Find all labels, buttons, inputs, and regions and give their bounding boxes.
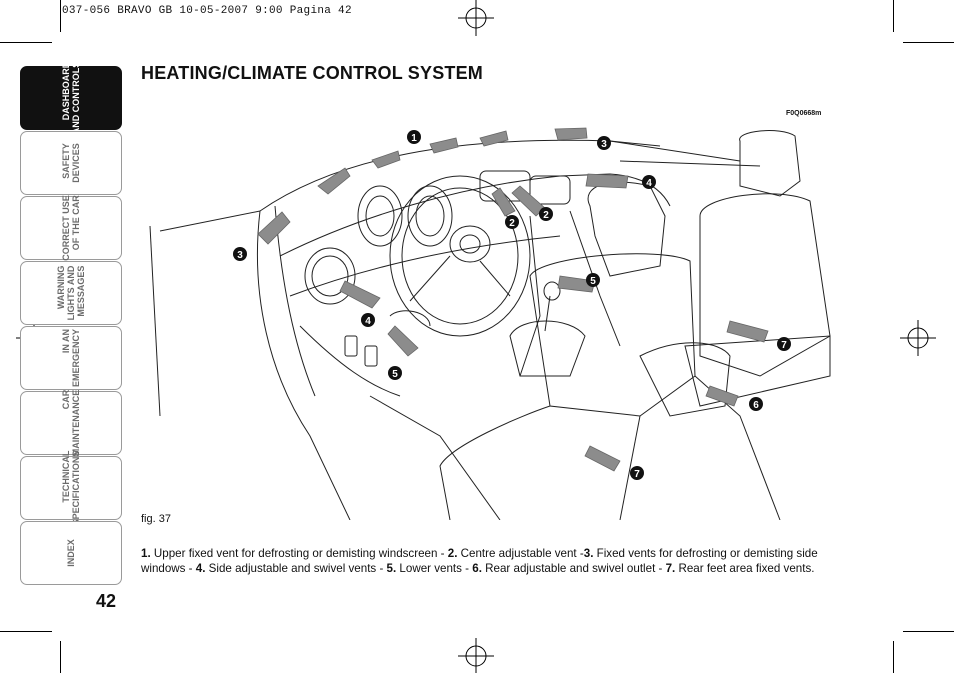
- figure-code: F0Q0668m: [786, 110, 822, 117]
- figure-caption: fig. 37: [141, 513, 171, 525]
- callout-2: 2: [543, 210, 549, 221]
- legend-text: Upper fixed vent for defrosting or demis…: [150, 547, 448, 560]
- callout-3: 3: [601, 139, 607, 150]
- callout-3: 3: [237, 250, 243, 261]
- callout-2: 2: [509, 218, 515, 229]
- crop-mark: [903, 631, 954, 632]
- tab-label: SAFETY DEVICES: [61, 143, 81, 183]
- tab-label: DASHBOARD AND CONTROLS: [61, 61, 81, 135]
- callout-7: 7: [781, 340, 787, 351]
- legend-number: 3.: [583, 547, 594, 560]
- crop-mark: [60, 0, 61, 32]
- tab-label: CAR MAINTENANCE: [61, 389, 81, 457]
- legend-text: Lower vents -: [396, 562, 473, 575]
- callout-4: 4: [646, 178, 652, 189]
- crop-mark: [0, 42, 52, 43]
- legend-text: Side adjustable and swivel vents -: [205, 562, 387, 575]
- legend-text: Rear feet area fixed vents.: [675, 562, 815, 575]
- crop-mark: [60, 641, 61, 673]
- registration-mark-icon: [458, 638, 494, 673]
- registration-mark-icon: [900, 320, 936, 356]
- legend-number: 6.: [472, 562, 482, 575]
- tab-label: WARNING LIGHTS AND MESSAGES: [56, 265, 86, 321]
- legend-number: 2.: [447, 547, 458, 560]
- tab-warning-lights[interactable]: WARNING LIGHTS AND MESSAGES: [20, 261, 122, 325]
- legend-text: Fixed vents for defrosting or demisting …: [141, 547, 818, 575]
- registration-mark-icon: [458, 0, 494, 36]
- legend-number: 4.: [195, 562, 206, 575]
- tab-safety-devices[interactable]: SAFETY DEVICES: [20, 131, 122, 195]
- legend-number: 7.: [665, 562, 676, 575]
- tab-label: TECHNICAL SPECIFICATIONS: [61, 450, 81, 526]
- legend-text: Centre adjustable vent -: [457, 547, 584, 560]
- page-number: 42: [96, 591, 117, 611]
- crop-mark: [893, 0, 894, 32]
- crop-mark: [893, 641, 894, 673]
- legend-text: Rear adjustable and swivel outlet -: [481, 562, 666, 575]
- page-title: HEATING/CLIMATE CONTROL SYSTEM: [141, 63, 483, 83]
- tab-dashboard-and-controls[interactable]: DASHBOARD AND CONTROLS: [20, 62, 122, 134]
- crop-mark: [903, 42, 954, 43]
- tab-index[interactable]: INDEX: [20, 521, 122, 585]
- tab-car-maintenance[interactable]: CAR MAINTENANCE: [20, 389, 122, 457]
- tab-label: INDEX: [66, 539, 76, 567]
- tab-technical-specifications[interactable]: TECHNICAL SPECIFICATIONS: [20, 451, 122, 525]
- printer-header: 037-056 BRAVO GB 10-05-2007 9:00 Pagina …: [62, 5, 352, 17]
- figure-callouts: 1 2 2 3 3 4 4 5 5 6 7 7: [233, 130, 791, 480]
- callout-7: 7: [634, 469, 640, 480]
- callout-4: 4: [365, 316, 371, 327]
- tab-correct-use[interactable]: CORRECT USE OF THE CAR: [20, 195, 122, 261]
- legend-number: 1.: [141, 547, 151, 560]
- legend-paragraph: 1. Upper fixed vent for defrosting or de…: [141, 546, 841, 576]
- crop-mark: [0, 631, 52, 632]
- tab-in-an-emergency[interactable]: IN AN EMERGENCY: [20, 326, 122, 390]
- callout-6: 6: [753, 400, 759, 411]
- tab-label: IN AN EMERGENCY: [61, 328, 81, 388]
- legend-number: 5.: [386, 562, 397, 575]
- callout-1: 1: [411, 133, 417, 144]
- tab-label: CORRECT USE OF THE CAR: [61, 195, 81, 261]
- callout-5: 5: [590, 276, 596, 287]
- car-interior-illustration: 1 2 2 3 3 4 4 5 5 6 7 7: [149, 127, 831, 520]
- callout-5: 5: [392, 369, 398, 380]
